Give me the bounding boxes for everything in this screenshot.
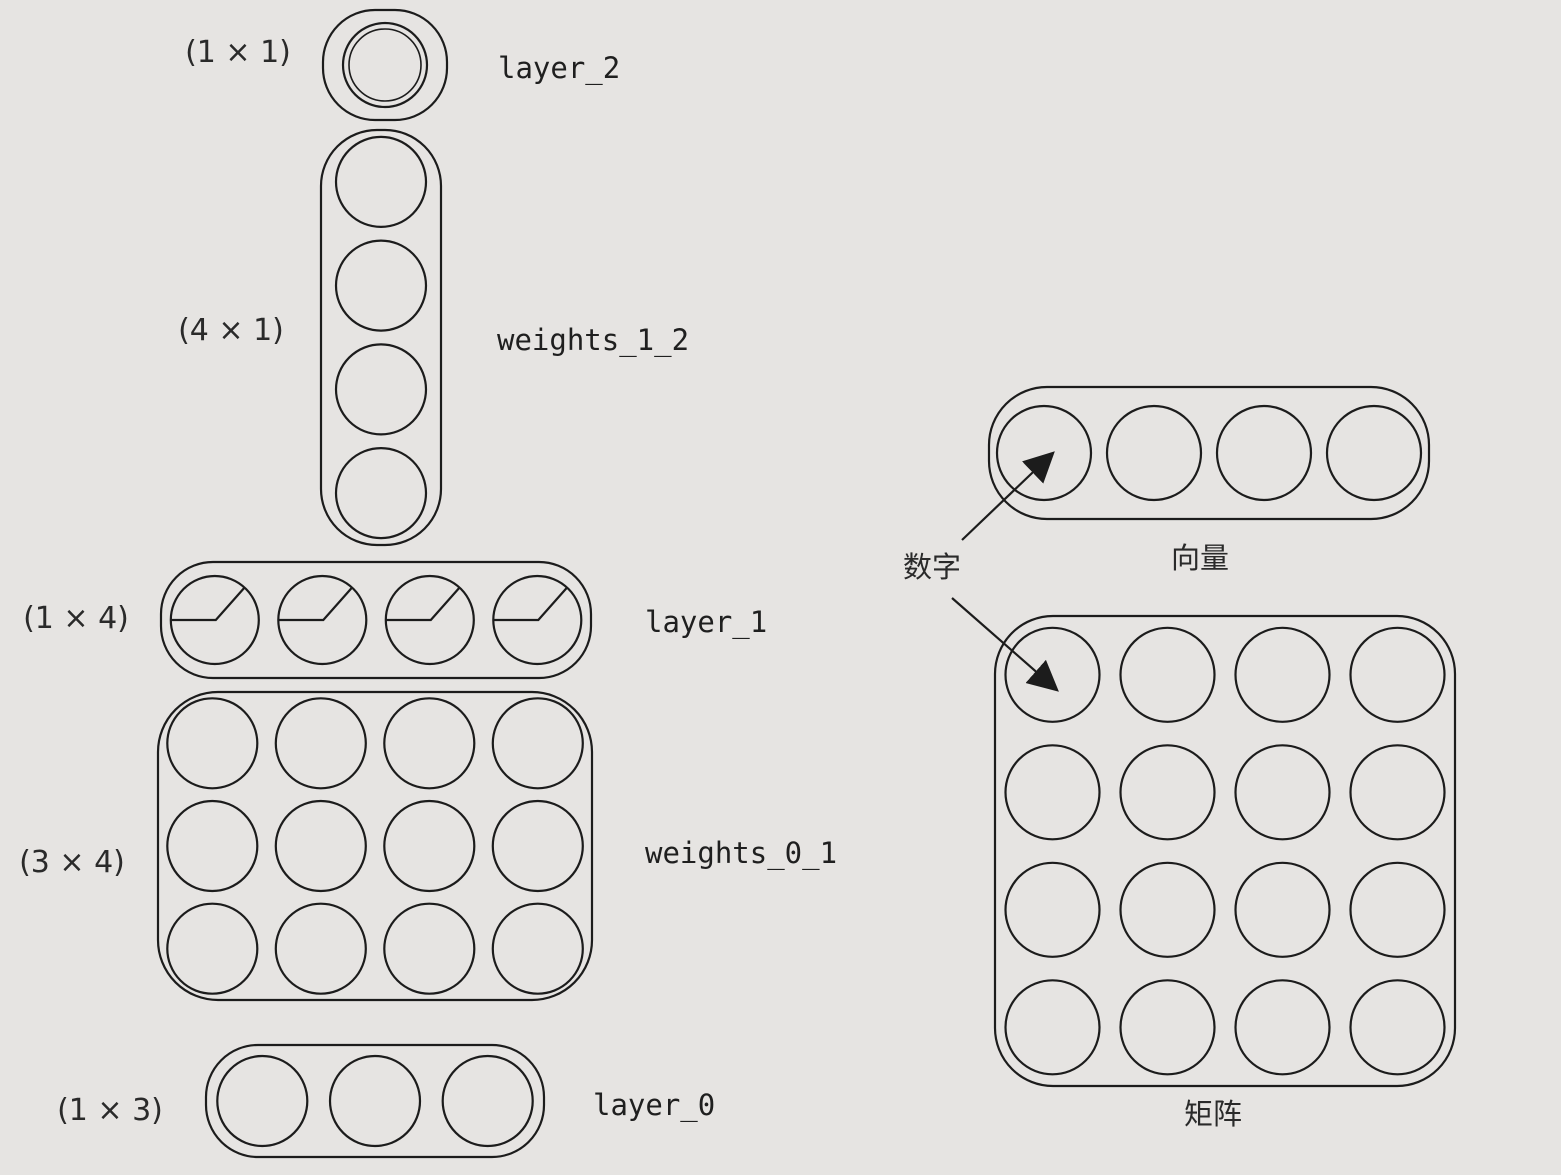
weights-1-2-dimension: (4 × 1) xyxy=(178,313,284,348)
vector-legend-group: 向量 xyxy=(987,385,1431,575)
layer-2-frame xyxy=(321,8,449,122)
relu-glyph-1 xyxy=(278,586,354,622)
weights-0-1-cell-2-0 xyxy=(166,902,259,995)
vector-frame xyxy=(987,385,1431,521)
vector-cell-0-2 xyxy=(1215,404,1313,502)
weights-1-2-cells xyxy=(334,135,428,540)
matrix-cell-1-1 xyxy=(1119,744,1216,841)
weights-0-1-cell-1-0 xyxy=(166,799,259,893)
weights-0-1-cell-2-2 xyxy=(383,902,476,995)
weights-1-2-cell-0-0 xyxy=(334,135,428,228)
weights-0-1-cell-0-3 xyxy=(491,697,584,790)
weights-0-1-cells xyxy=(166,697,584,995)
weights-0-1-frame xyxy=(156,690,594,1002)
matrix-cell-0-3 xyxy=(1349,626,1446,723)
matrix-cell-3-2 xyxy=(1234,979,1331,1076)
vector-cell-0-1 xyxy=(1105,404,1203,502)
matrix-cell-1-2 xyxy=(1234,744,1331,841)
matrix-legend-group: 矩阵 xyxy=(993,614,1457,1131)
matrix-label: 矩阵 xyxy=(1184,1097,1242,1131)
layer-2-cells xyxy=(341,21,429,109)
vector-label: 向量 xyxy=(1171,541,1229,575)
matrix-cell-3-3 xyxy=(1349,979,1446,1076)
weights-0-1-cell-1-3 xyxy=(491,799,584,893)
arrow-to-vector-element xyxy=(961,451,1055,541)
weights-1-2-cell-2-0 xyxy=(334,343,428,436)
layer-0-label: layer_0 xyxy=(593,1088,715,1123)
layer-0-cell-0-2 xyxy=(441,1054,534,1148)
weights-0-1-cell-2-1 xyxy=(274,902,367,995)
matrix-cell-1-3 xyxy=(1349,744,1446,841)
arrow-to-matrix-element xyxy=(951,597,1059,692)
layer-1-dimension: (1 × 4) xyxy=(23,601,129,636)
layer-2-label: layer_2 xyxy=(498,51,620,86)
weights-1-2-cell-3-0 xyxy=(334,447,428,540)
layer-2-cell-inner-0-0 xyxy=(348,28,422,102)
layer-0-frame xyxy=(204,1043,546,1159)
layer-2-cell-0-0 xyxy=(341,21,429,109)
weights-0-1-cell-0-1 xyxy=(274,697,367,790)
weights-0-1-cell-0-2 xyxy=(383,697,476,790)
relu-glyph-2 xyxy=(385,586,461,622)
vector-cell-0-0 xyxy=(995,404,1093,502)
weights-1-2-frame xyxy=(319,128,443,547)
matrix-cell-0-1 xyxy=(1119,626,1216,723)
matrix-cell-2-0 xyxy=(1004,861,1101,958)
vector-cells xyxy=(995,404,1423,502)
matrix-cell-2-2 xyxy=(1234,861,1331,958)
matrix-cell-0-2 xyxy=(1234,626,1331,723)
matrix-cell-2-3 xyxy=(1349,861,1446,958)
layer-0-cells xyxy=(216,1054,534,1148)
matrix-frame xyxy=(993,614,1457,1088)
layer-0-cell-0-1 xyxy=(328,1054,422,1148)
weights-0-1-dimension: (3 × 4) xyxy=(19,845,125,880)
weights-0-1-cell-1-1 xyxy=(274,799,367,893)
weights-0-1-cell-0-0 xyxy=(166,697,259,790)
vector-cell-0-3 xyxy=(1325,404,1423,502)
matrix-cell-1-0 xyxy=(1004,744,1101,841)
layer-1-frame xyxy=(159,560,593,680)
weights-1-2-group: (4 × 1) weights_1_2 xyxy=(178,128,689,547)
matrix-cell-2-1 xyxy=(1119,861,1216,958)
matrix-cell-3-0 xyxy=(1004,979,1101,1076)
weights-1-2-cell-1-0 xyxy=(334,239,428,332)
layer-1-group: (1 × 4) layer_1 xyxy=(23,560,767,680)
layer-2-dimension: (1 × 1) xyxy=(185,35,291,70)
weights-0-1-cell-1-2 xyxy=(383,799,476,893)
weights-0-1-label: weights_0_1 xyxy=(645,836,837,871)
layer-0-group: (1 × 3) layer_0 xyxy=(57,1043,715,1159)
matrix-cell-3-1 xyxy=(1119,979,1216,1076)
number-label: 数字 xyxy=(903,550,961,584)
relu-glyph-0 xyxy=(170,586,246,622)
layer-0-cell-0-0 xyxy=(216,1054,309,1148)
relu-glyph-3 xyxy=(493,586,569,622)
layer-2-group: (1 × 1) layer_2 xyxy=(185,8,620,122)
weights-0-1-group: (3 × 4) weights_0_1 xyxy=(19,690,837,1002)
layer-1-label: layer_1 xyxy=(645,605,767,640)
matrix-cell-0-0 xyxy=(1004,626,1101,723)
weights-1-2-label: weights_1_2 xyxy=(497,323,689,358)
layer-1-cells xyxy=(169,574,583,666)
weights-0-1-cell-2-3 xyxy=(491,902,584,995)
matrix-cells xyxy=(1004,626,1446,1076)
layer-0-dimension: (1 × 3) xyxy=(57,1093,163,1128)
